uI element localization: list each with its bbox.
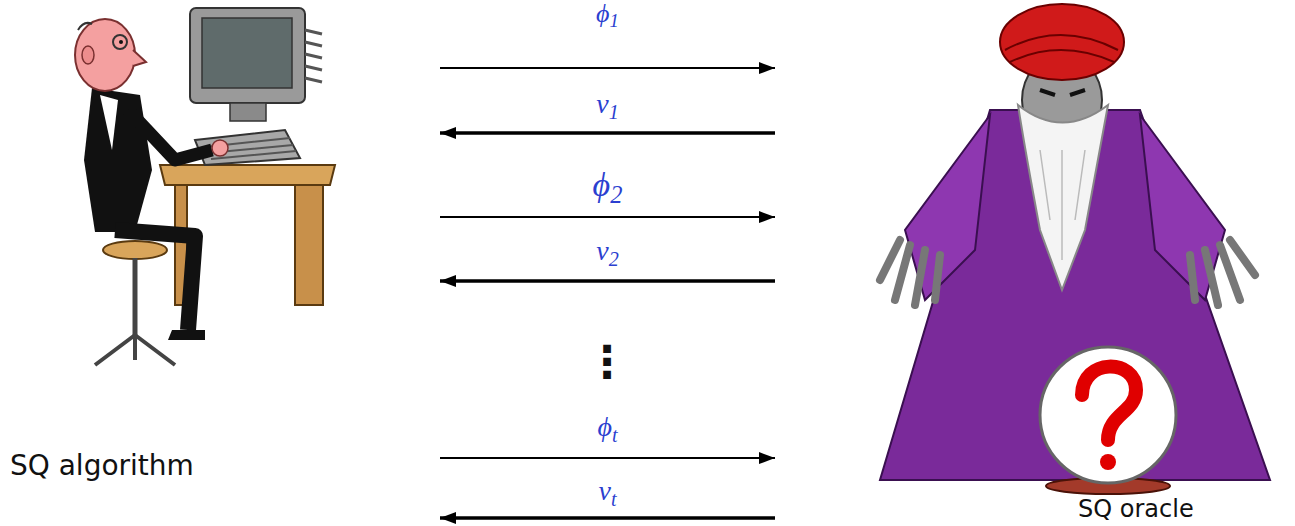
nose: [133, 50, 146, 66]
message-arrow: [440, 516, 775, 520]
head: [75, 19, 135, 91]
stool-post: [133, 258, 138, 335]
message-arrow: [440, 216, 775, 218]
stool-seat: [103, 241, 167, 259]
jacket: [84, 88, 152, 232]
stool-base: [95, 335, 175, 365]
message-arrow: [440, 457, 775, 459]
figure-node: SQ algorithm: [0, 0, 440, 526]
message-arrow: [440, 67, 775, 69]
monitor-screen: [202, 18, 292, 88]
question-dot: [1100, 454, 1116, 470]
message-label: ϕ1: [596, 1, 619, 31]
hand: [212, 140, 228, 156]
message-label: v1: [596, 90, 619, 122]
wizard-figure: [880, 4, 1270, 494]
hand: [880, 240, 940, 305]
desk-leg: [295, 185, 323, 305]
legs: [115, 230, 195, 330]
message-label: v2: [596, 237, 619, 269]
message-label: ϕt: [597, 413, 617, 445]
eyes: [1040, 90, 1085, 95]
ear: [82, 46, 94, 64]
hair: [78, 23, 92, 30]
figure-caption: SQ oracle: [1078, 497, 1194, 521]
message-arrow: [440, 131, 775, 135]
programmer-figure: [75, 8, 335, 365]
message-label: vt: [598, 477, 616, 509]
monitor-vents: [305, 30, 322, 82]
eye: [119, 40, 123, 44]
figure-node: SQ oracle: [775, 0, 1295, 526]
monitor: [190, 8, 305, 103]
desk-top: [160, 165, 335, 185]
crystal-ball: [1040, 347, 1176, 483]
beard-lines: [1040, 150, 1085, 260]
glasses: [113, 35, 127, 49]
turban-folds: [1005, 35, 1118, 62]
figure-caption: SQ algorithm: [10, 452, 194, 480]
continuation-dots: ⋮: [585, 340, 629, 384]
message-arrow: [440, 279, 775, 283]
arm: [128, 110, 212, 160]
beard: [1018, 105, 1108, 290]
shirt: [100, 95, 118, 150]
message-label: ϕ2: [593, 168, 623, 207]
shoe: [168, 330, 205, 340]
question-symbol: [1082, 367, 1136, 440]
turban: [1000, 4, 1124, 80]
monitor-stand: [230, 103, 266, 121]
keyboard-keys: [205, 138, 296, 159]
hand: [1190, 240, 1255, 305]
